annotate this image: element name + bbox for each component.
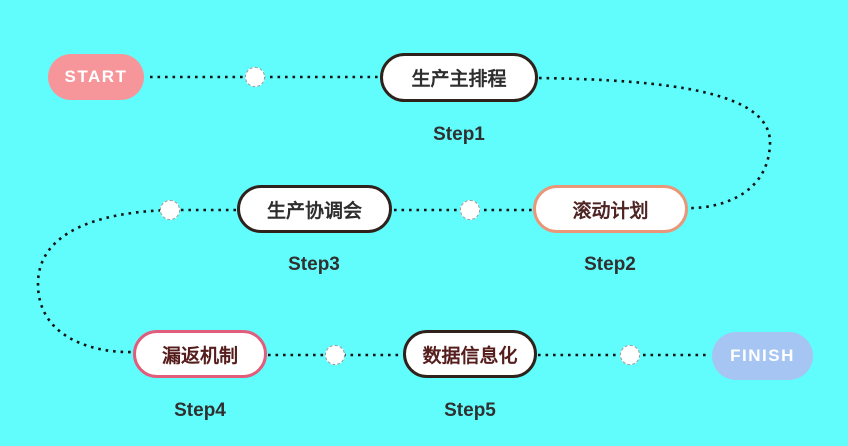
step1-label: Step1 (433, 124, 485, 145)
finish-pill: FINISH (712, 332, 813, 380)
start-pill: START (48, 54, 144, 100)
step5-title: 数据信息化 (422, 345, 518, 367)
step2-label: Step2 (584, 254, 636, 275)
waypoint-circle-5 (620, 345, 640, 365)
step4-node: 漏返机制 (133, 330, 267, 378)
finish-label: FINISH (730, 346, 795, 365)
start-label: START (64, 67, 128, 86)
waypoint-circle-4 (325, 345, 345, 365)
connector-step3-to-step4-curve (36, 208, 236, 354)
step4-title: 漏返机制 (161, 345, 238, 367)
step1-node: 生产主排程 (380, 53, 538, 102)
step3-title: 生产协调会 (266, 200, 362, 222)
step1-title: 生产主排程 (411, 69, 507, 90)
waypoint-circle-3 (160, 200, 180, 220)
step4-label: Step4 (174, 400, 226, 421)
step3-label: Step3 (288, 254, 340, 275)
step5-node: 数据信息化 (403, 330, 537, 378)
waypoint-circle-2 (460, 200, 480, 220)
step2-title: 滚动计划 (572, 200, 649, 222)
waypoint-circle-1 (245, 67, 265, 87)
step2-node: 滚动计划 (533, 185, 688, 233)
step5-label: Step5 (444, 400, 496, 421)
step3-node: 生产协调会 (237, 185, 392, 233)
